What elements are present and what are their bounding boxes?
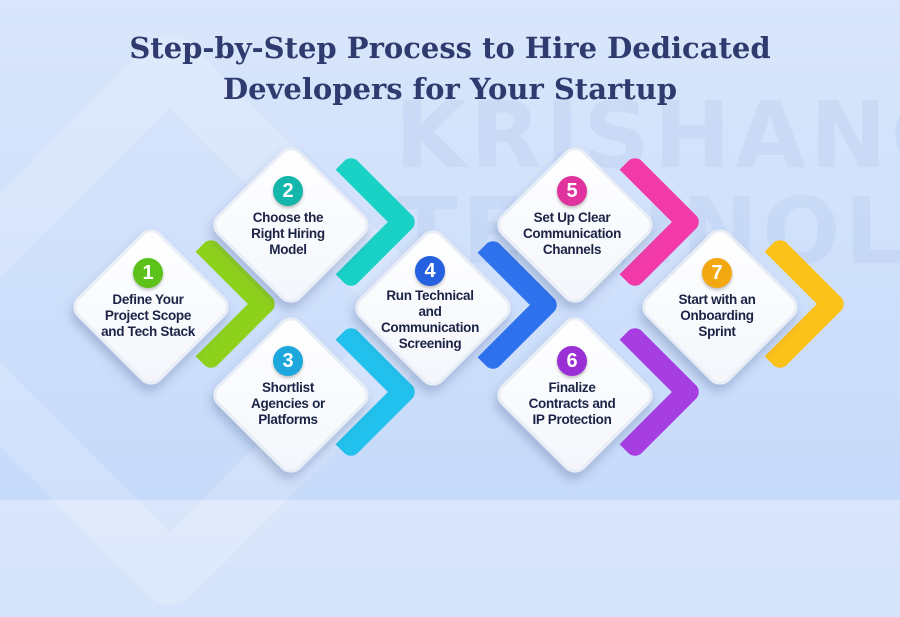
step-4-label-line: Communication (380, 320, 480, 335)
step-1-label: Define Your Project Scope and Tech Stack (86, 292, 210, 340)
step-1-label-line: and Tech Stack (101, 324, 195, 339)
step-5-content: 5 Set Up Clear Communication Channels (510, 176, 634, 258)
step-4-label: Run Technical and Communication Screenin… (368, 288, 492, 352)
step-3-label: Shortlist Agencies or Platforms (226, 380, 350, 428)
step-3-label-line: Agencies or (251, 396, 325, 411)
step-5-label-line: Channels (542, 242, 602, 257)
step-4-label-line: and (418, 304, 442, 319)
step-3-content: 3 Shortlist Agencies or Platforms (226, 346, 350, 428)
title-line-2: Developers for Your Startup (222, 72, 678, 106)
step-6-content: 6 Finalize Contracts and IP Protection (510, 346, 634, 428)
step-7-label-line: Start with an (678, 292, 756, 307)
step-7-label-line: Sprint (698, 324, 736, 339)
step-2-label-line: Model (269, 242, 307, 257)
step-7-label-line: Onboarding (680, 308, 754, 323)
process-diagram: 1 Define Your Project Scope and Tech Sta… (67, 141, 848, 479)
step-2-label-line: Choose the (252, 210, 324, 225)
step-6-label-line: Finalize (548, 380, 596, 395)
step-1-number-badge: 1 (133, 258, 163, 288)
step-6-label: Finalize Contracts and IP Protection (510, 380, 634, 428)
step-7-number-badge: 7 (702, 258, 732, 288)
step-6-label-line: Contracts and (528, 396, 616, 411)
step-3-number-badge: 3 (273, 346, 303, 376)
step-5-label: Set Up Clear Communication Channels (510, 210, 634, 258)
step-4-content: 4 Run Technical and Communication Screen… (368, 256, 492, 352)
step-4-label-line: Screening (398, 336, 462, 351)
step-5-label-line: Set Up Clear (533, 210, 611, 225)
step-2-content: 2 Choose the Right Hiring Model (226, 176, 350, 258)
step-6-number-badge: 6 (557, 346, 587, 376)
title-line-1: Step-by-Step Process to Hire Dedicated (129, 31, 771, 65)
step-2-label: Choose the Right Hiring Model (226, 210, 350, 258)
step-6-label-line: IP Protection (532, 412, 612, 427)
step-5-label-line: Communication (522, 226, 622, 241)
step-3-label-line: Shortlist (261, 380, 315, 395)
step-4-label-line: Run Technical (386, 288, 474, 303)
step-4-number-badge: 4 (415, 256, 445, 286)
step-1-label-line: Project Scope (104, 308, 192, 323)
step-5-number-badge: 5 (557, 176, 587, 206)
step-3-label-line: Platforms (258, 412, 318, 427)
page-title: Step-by-Step Process to Hire Dedicated D… (0, 28, 900, 110)
step-1-label-line: Define Your (112, 292, 184, 307)
step-1-content: 1 Define Your Project Scope and Tech Sta… (86, 258, 210, 340)
step-7-content: 7 Start with an Onboarding Sprint (655, 258, 779, 340)
step-7-label: Start with an Onboarding Sprint (655, 292, 779, 340)
step-2-label-line: Right Hiring (251, 226, 325, 241)
step-2-number-badge: 2 (273, 176, 303, 206)
